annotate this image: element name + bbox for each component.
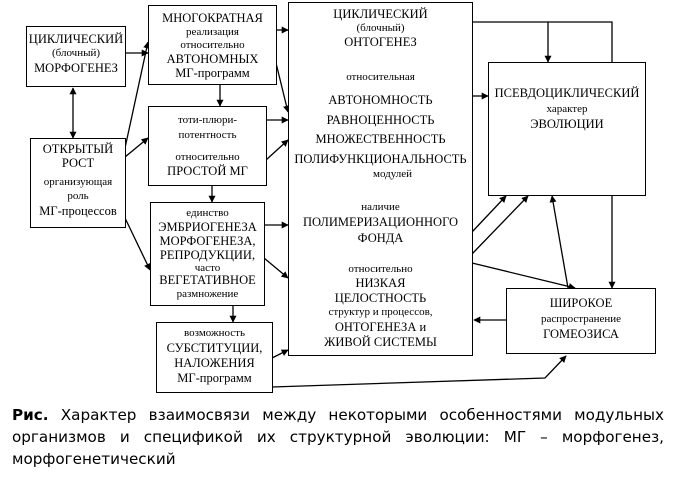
label: ПОЛИМЕРИЗАЦИОННОГО <box>302 215 459 229</box>
box-substitution <box>156 322 273 393</box>
label: размножение <box>176 288 239 300</box>
label: модулей <box>372 168 412 180</box>
label: ЭВОЛЮЦИИ <box>530 117 604 131</box>
label: ШИРОКОЕ <box>549 296 613 310</box>
label: относительно <box>175 151 240 163</box>
arrow-realization-modules <box>275 62 290 113</box>
box-cyclic-ontogenesis <box>288 2 473 356</box>
label: единство <box>186 207 229 219</box>
label: ПОЛИФУНКЦИОНАЛЬНОСТЬ <box>294 152 467 166</box>
label: организующая <box>43 176 113 188</box>
arrow-growth-unity <box>124 217 151 271</box>
label: ЦИКЛИЧЕСКИЙ <box>333 7 428 21</box>
label: структур и процессов, <box>328 306 433 318</box>
label: реализация <box>186 26 239 38</box>
label: ГОМЕОЗИСА <box>543 327 619 341</box>
label: ЭМБРИОГЕНЕЗА <box>158 220 257 234</box>
caption-text: Характер взаимосвязи между некоторыми ос… <box>12 406 664 468</box>
arrow-growth-totipotency <box>124 137 149 158</box>
label: относительно <box>348 263 413 275</box>
label: ПРОСТОЙ МГ <box>167 164 248 178</box>
label: НАЛОЖЕНИЯ <box>174 356 255 370</box>
label: ОТКРЫТЫЙ <box>42 142 114 156</box>
label: ОНТОГЕНЕЗА и <box>334 320 427 334</box>
label: ФОНДА <box>357 231 404 245</box>
label: МНОГОКРАТНАЯ <box>162 11 263 25</box>
arrow-substitution-homeosis <box>271 355 567 388</box>
label: РАВНОЦЕННОСТЬ <box>326 113 435 127</box>
arrow-totipotency-modules <box>265 139 289 161</box>
box-unity <box>150 202 265 306</box>
label: ЖИВОЙ СИСТЕМЫ <box>324 335 437 349</box>
label: распространение <box>540 313 622 325</box>
box-pseudocyclic <box>488 62 646 196</box>
label: МНОЖЕСТВЕННОСТЬ <box>315 132 446 146</box>
box-totipotency <box>148 106 267 186</box>
label: ВЕГЕТАТИВНОЕ <box>159 273 256 287</box>
arrow-right-homeosis <box>548 21 616 289</box>
label: МГ-программ <box>175 66 250 80</box>
label: МОРФОГЕНЕЗА, <box>159 234 256 248</box>
arrow-growth-realization <box>124 41 151 149</box>
label: наличие <box>361 201 400 213</box>
arrow-integrity-homeosis <box>471 262 576 290</box>
figure-caption: Рис. Характер взаимосвязи между некоторы… <box>12 404 664 470</box>
label: МГ-программ <box>177 371 252 385</box>
label: ЦИКЛИЧЕСКИЙ <box>28 32 124 46</box>
box-open-growth <box>30 138 126 228</box>
label: потентность <box>178 129 237 141</box>
arrow-homeosis-pseudocyclic <box>549 195 569 289</box>
label: роль <box>67 190 89 202</box>
label: часто <box>194 262 221 274</box>
arrow-substitution-ontogenesis <box>271 349 289 359</box>
label: относительная <box>346 71 415 83</box>
box-multiple-realization <box>148 5 277 85</box>
arrow-integrity-pseudocyclic <box>471 195 529 255</box>
arrow-fund-pseudocyclic <box>471 195 507 233</box>
label: (блочный) <box>356 22 405 34</box>
label: РОСТ <box>61 156 95 170</box>
label: АВТОНОМНОСТЬ <box>328 93 433 107</box>
label: ЦЕЛОСТНОСТЬ <box>334 291 427 305</box>
label: СУБСТИТУЦИИ, <box>166 341 263 355</box>
label: МГ-процессов <box>39 204 117 218</box>
label: РЕПРОДУКЦИИ, <box>159 248 256 262</box>
arrow-ontogenesis-pseudocyclic <box>472 21 552 63</box>
caption-label: Рис. <box>12 406 49 424</box>
label: АВТОНОМНЫХ <box>166 52 259 66</box>
label: МОРФОГЕНЕЗ <box>34 61 118 75</box>
label: ОНТОГЕНЕЗ <box>344 35 417 49</box>
label: относительно <box>180 39 245 51</box>
label: характер <box>546 103 588 115</box>
box-homeosis <box>506 288 656 354</box>
label: НИЗКАЯ <box>355 276 406 290</box>
arrow-unity-integrity <box>263 257 289 279</box>
box-cyclic-morphogenesis <box>26 26 126 87</box>
label: тоти-плюри- <box>177 114 238 126</box>
label: (блочный) <box>51 47 101 59</box>
label: ПСЕВДОЦИКЛИЧЕСКИЙ <box>494 86 640 100</box>
label: возможность <box>184 327 245 339</box>
